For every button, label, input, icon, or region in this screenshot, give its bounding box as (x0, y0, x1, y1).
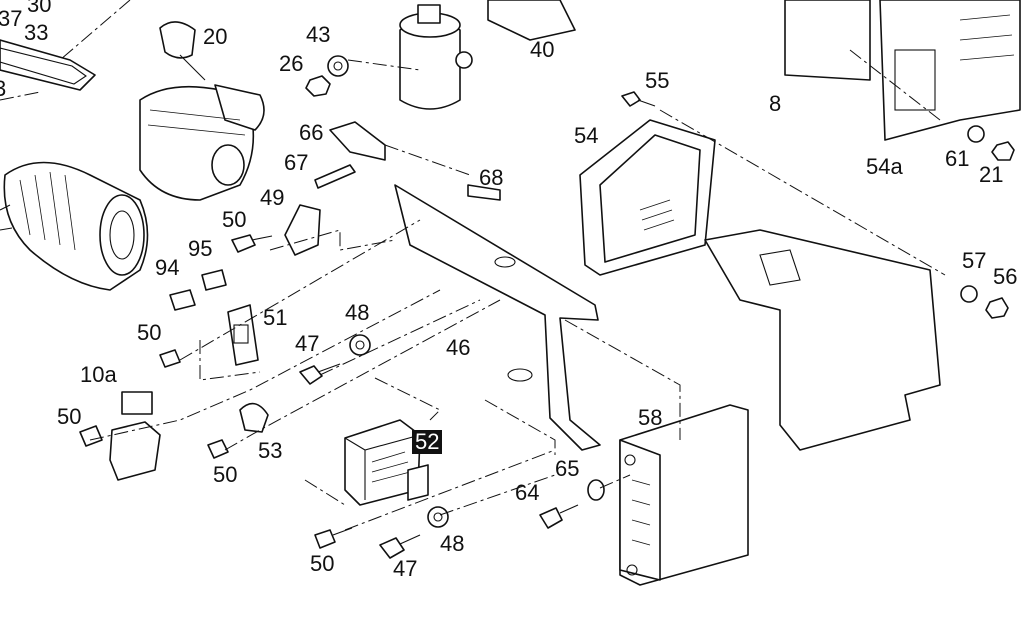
callout-56: 56 (993, 264, 1018, 289)
callout-66: 66 (299, 120, 324, 145)
callout-95: 95 (188, 236, 213, 261)
callout-58: 58 (638, 405, 663, 430)
callout-50-b: 50 (137, 320, 162, 345)
part-coil (399, 0, 576, 110)
callout-67: 67 (284, 150, 309, 175)
callout-3: 3 (0, 76, 7, 101)
callout-64: 64 (515, 480, 540, 505)
part-connector-58 (619, 404, 749, 586)
callout-33: 33 (24, 20, 49, 45)
callout-53: 53 (258, 438, 283, 463)
callout-48-a: 48 (345, 300, 370, 325)
callout-57: 57 (962, 248, 987, 273)
callout-61: 61 (945, 146, 970, 171)
callout-47-b: 47 (393, 556, 418, 581)
callout-43: 43 (306, 22, 331, 47)
callout-49: 49 (260, 185, 285, 210)
part-bracket-46 (394, 184, 601, 451)
callout-68: 68 (479, 165, 504, 190)
part-ecu-54 (579, 91, 946, 276)
callout-52: 52 (412, 430, 443, 454)
leader-lines (89, 144, 681, 531)
part-housing-fragment (0, 0, 131, 101)
callout-26: 26 (279, 51, 304, 76)
callout-21: 21 (979, 162, 1004, 187)
part-small-brackets (231, 121, 501, 256)
callout-94: 94 (155, 255, 180, 280)
callout-30: 30 (27, 0, 52, 17)
part-clip-53 (207, 402, 269, 459)
callout-48-b: 48 (440, 531, 465, 556)
part-starter-motor (0, 161, 149, 291)
part-bolt-64-washer-65 (539, 479, 605, 529)
callout-50-d: 50 (213, 462, 238, 487)
callout-50-e: 50 (310, 551, 335, 576)
callout-50-a: 50 (222, 207, 247, 232)
callout-51: 51 (263, 305, 288, 330)
callout-40: 40 (530, 37, 555, 62)
callout-54: 54 (574, 123, 599, 148)
callout-10a: 10a (80, 362, 117, 387)
callout-37: 37 (0, 6, 23, 31)
part-ecu-54a (784, 0, 1021, 161)
part-relay-10a (79, 391, 161, 481)
callout-46: 46 (446, 335, 471, 360)
part-bolts-washers (299, 334, 449, 559)
callout-47-a: 47 (295, 331, 320, 356)
part-cover-plate (704, 229, 1009, 451)
part-washer-nut-43-26 (305, 55, 421, 97)
callout-65: 65 (555, 456, 580, 481)
part-air-cleaner (139, 21, 265, 201)
callout-8: 8 (769, 91, 782, 116)
callout-50-c: 50 (57, 404, 82, 429)
callout-20: 20 (203, 24, 228, 49)
part-module-52 (344, 419, 429, 506)
callout-54a: 54a (866, 154, 903, 179)
part-fuses-relay-base (159, 269, 259, 368)
callout-55: 55 (645, 68, 670, 93)
